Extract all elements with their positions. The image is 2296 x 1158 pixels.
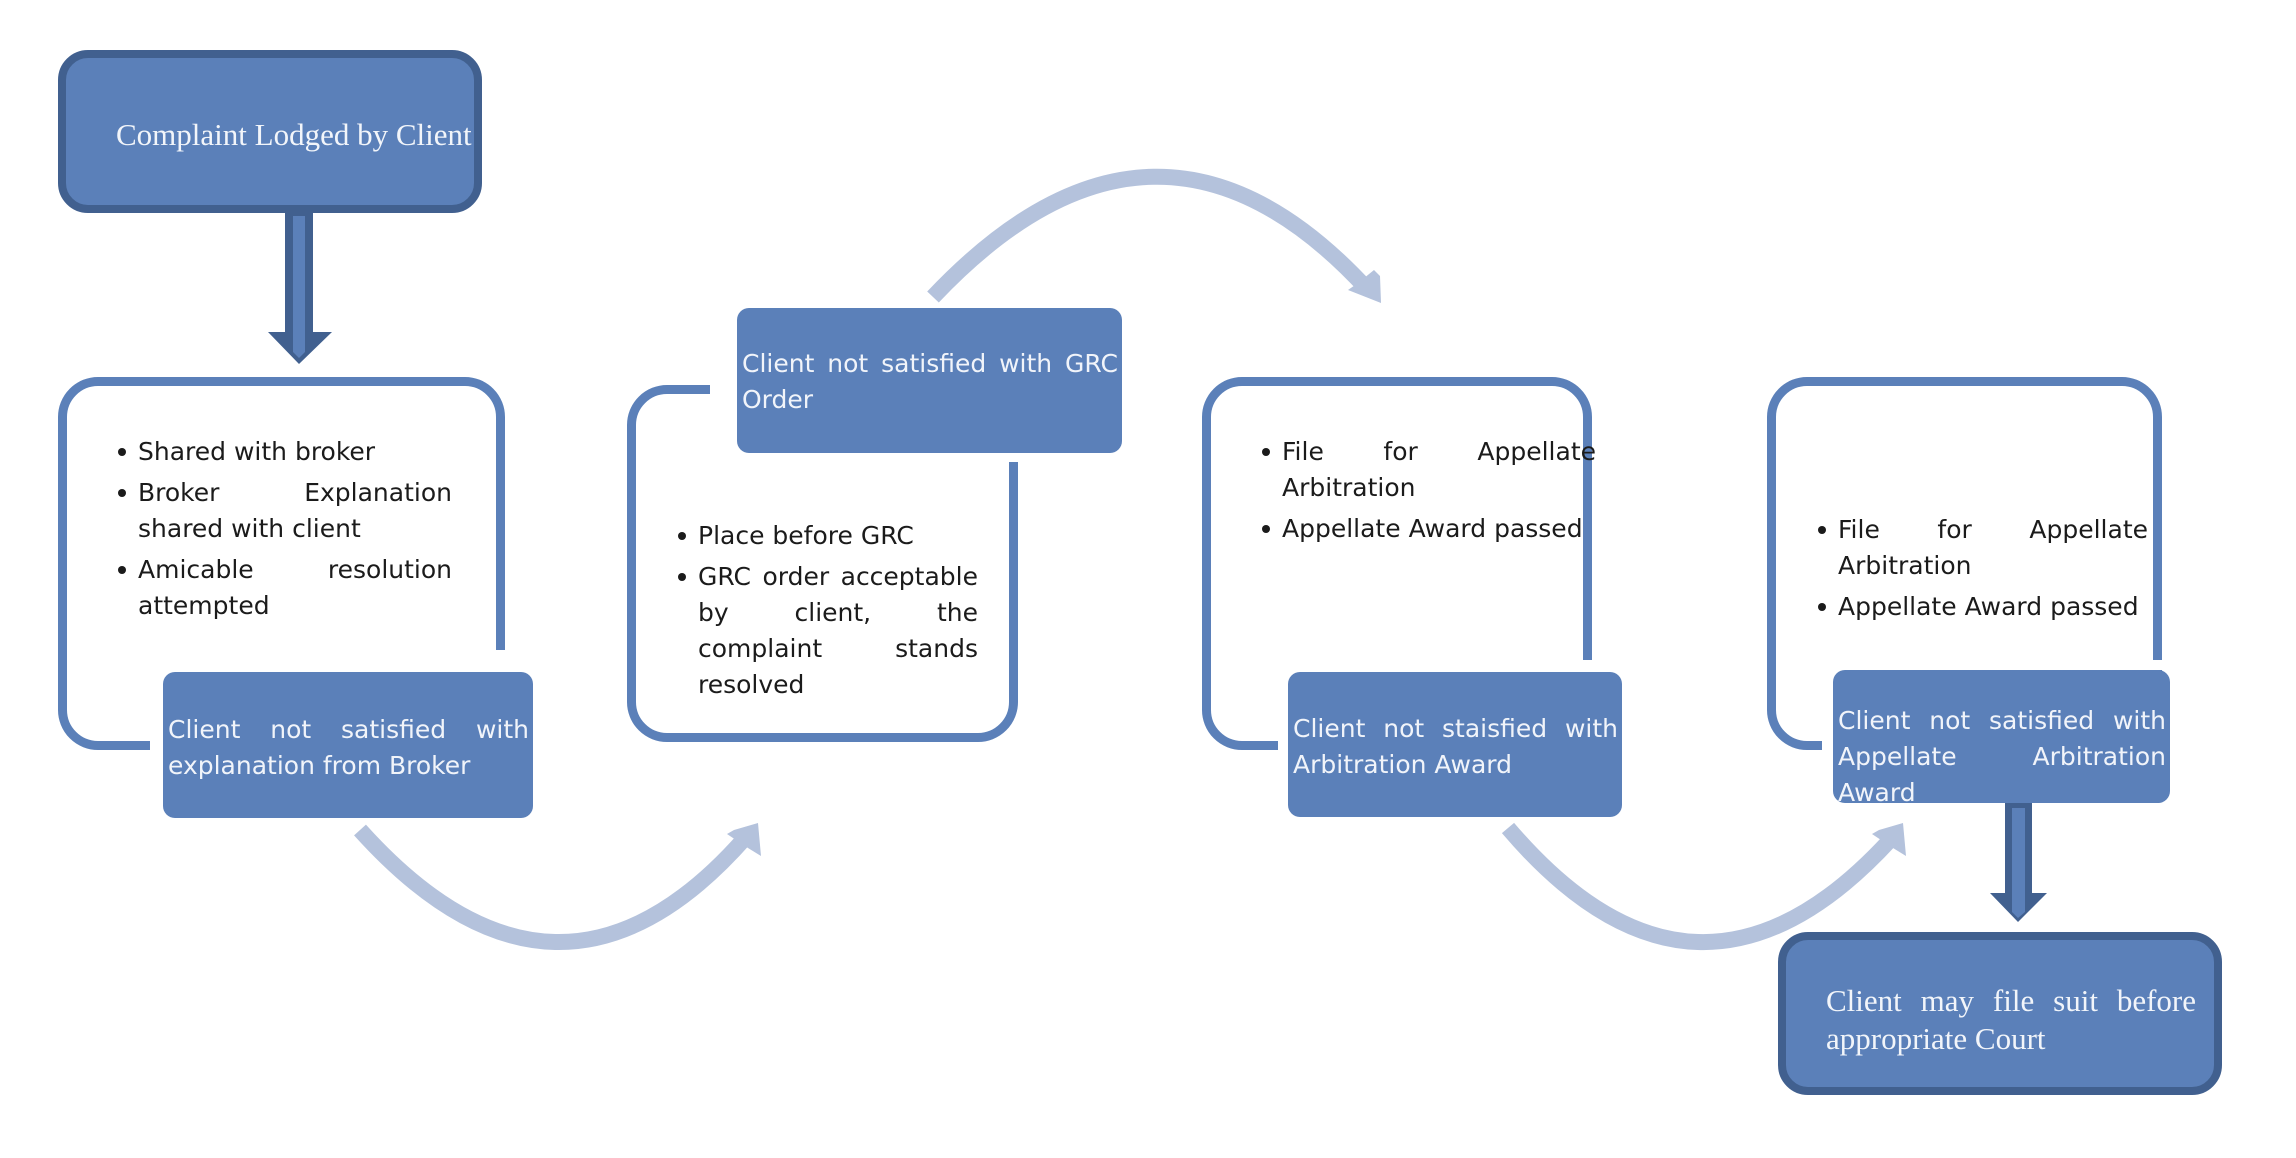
bullet-dot bbox=[118, 448, 126, 456]
arc-arrow-stage2-to-stage3 bbox=[927, 168, 1374, 303]
arc-arrow-stage3-to-stage4 bbox=[1501, 822, 1896, 951]
stage-3-escalation-text: Client not staisfied with Arbitration Aw… bbox=[1293, 714, 1618, 779]
frame-gap bbox=[150, 672, 164, 762]
stage-2-escalation-text: Client not satisfied with GRC Order bbox=[742, 349, 1118, 414]
bullet-dot bbox=[1818, 526, 1826, 534]
end-box: Client may file suit before appropriate … bbox=[1778, 932, 2222, 1095]
start-box-text: Complaint Lodged by Client bbox=[116, 117, 472, 152]
stage-2-bullets: Place before GRC GRC order acceptable by… bbox=[678, 518, 978, 708]
stage-4-escalation-box: Client not satisfied with Appellate Arbi… bbox=[1833, 670, 2170, 807]
stage-1-bullets: Shared with broker Broker Explanation sh… bbox=[118, 434, 452, 629]
stage-2-bullet: GRC order acceptable by client, the comp… bbox=[678, 559, 978, 703]
start-box: Complaint Lodged by Client bbox=[58, 50, 482, 213]
frame-gap bbox=[1278, 672, 1289, 762]
frame-gap bbox=[150, 650, 550, 672]
stage-1-bullet: Amicable resolution attempted bbox=[118, 552, 452, 624]
frame-gap bbox=[1280, 660, 1640, 672]
bullet-dot bbox=[1262, 448, 1270, 456]
bullet-dot bbox=[1262, 525, 1270, 533]
arc-arrowhead-stage3 bbox=[1872, 823, 1906, 856]
arc-arrowhead-stage2 bbox=[1348, 270, 1381, 303]
frame-gap bbox=[1825, 660, 2185, 670]
stage-3-escalation-box: Client not staisfied with Arbitration Aw… bbox=[1288, 672, 1622, 817]
stage-4-bullets: File for Appellate Arbitration Appellate… bbox=[1818, 512, 2148, 630]
stage-1-escalation-text: Client not satisfied with explanation fr… bbox=[168, 715, 529, 780]
down-arrow-end bbox=[1990, 800, 2047, 922]
bullet-dot bbox=[1818, 603, 1826, 611]
stage-4-bullet: Appellate Award passed bbox=[1818, 589, 2148, 625]
bullet-dot bbox=[678, 573, 686, 581]
frame-gap bbox=[1822, 670, 1834, 762]
arc-arrow-stage1-to-stage2 bbox=[354, 824, 751, 950]
stage-4-escalation-text: Client not satisfied with Appellate Arbi… bbox=[1838, 706, 2166, 807]
stage-3-bullets: File for Appellate Arbitration Appellate… bbox=[1262, 434, 1596, 552]
bullet-dot bbox=[118, 566, 126, 574]
stage-3-bullet: Appellate Award passed bbox=[1262, 511, 1596, 547]
stage-2-bullet: Place before GRC bbox=[678, 518, 978, 554]
bullet-dot bbox=[118, 489, 126, 497]
bullet-dot bbox=[678, 532, 686, 540]
stage-2-escalation-box: Client not satisfied with GRC Order bbox=[737, 308, 1122, 453]
stage-3-bullet: File for Appellate Arbitration bbox=[1262, 434, 1596, 506]
down-arrow-start bbox=[268, 210, 332, 364]
stage-4-bullet: File for Appellate Arbitration bbox=[1818, 512, 2148, 584]
end-box-text: Client may file suit before appropriate … bbox=[1826, 983, 2196, 1056]
stage-1-bullet: Shared with broker bbox=[118, 434, 452, 470]
stage-1-bullet: Broker Explanation shared with client bbox=[118, 475, 452, 547]
stage-1-escalation-box: Client not satisfied with explanation fr… bbox=[163, 672, 533, 818]
arc-arrowhead-stage1 bbox=[727, 823, 761, 856]
